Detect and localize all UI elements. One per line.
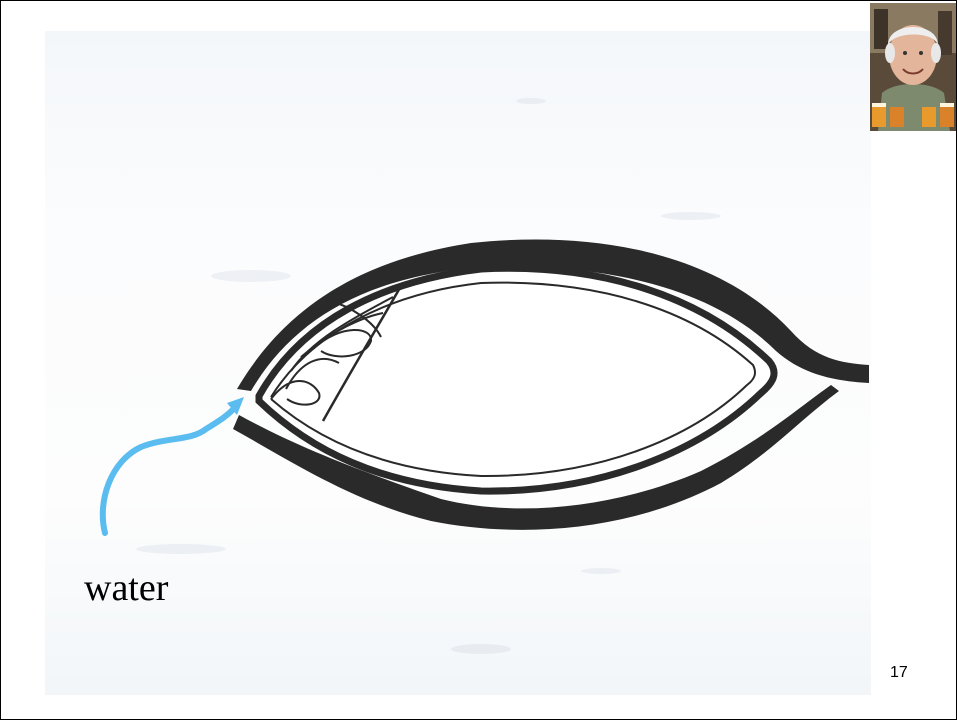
slide-number: 17 xyxy=(890,664,908,682)
water-label: water xyxy=(84,569,168,607)
presenter-photo-icon xyxy=(870,3,956,131)
water-arrow-shaft xyxy=(103,405,237,533)
